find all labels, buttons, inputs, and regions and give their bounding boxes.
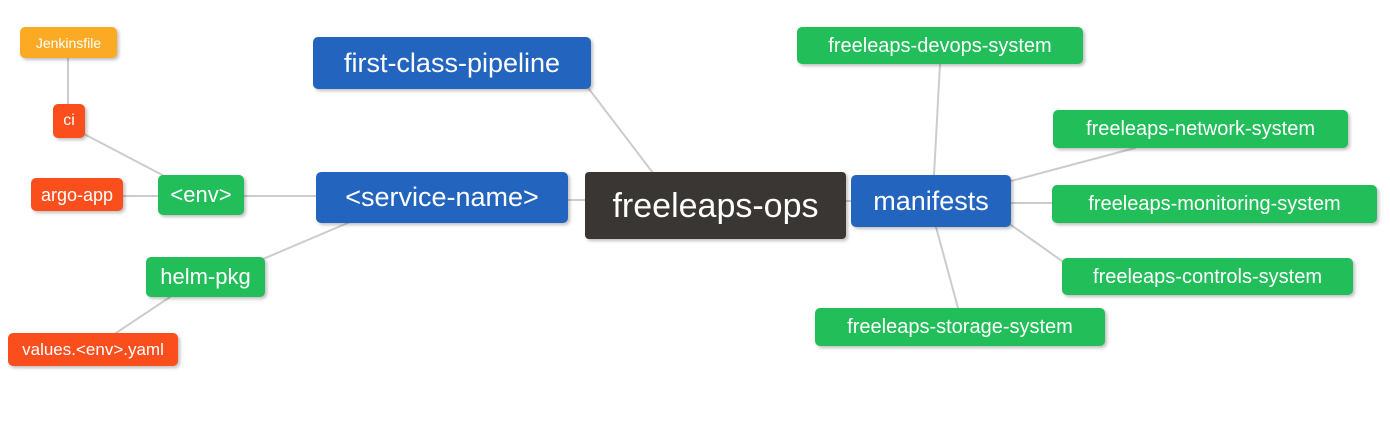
- node-ci[interactable]: ci: [53, 104, 85, 138]
- edge-manifests-devops: [933, 63, 941, 176]
- node-manifests[interactable]: manifests: [851, 175, 1011, 227]
- node-env-label: <env>: [170, 182, 232, 207]
- edge-manifests-network: [1010, 147, 1136, 182]
- node-values-env-yaml[interactable]: values.<env>.yaml: [8, 333, 178, 366]
- node-freeleaps-network-system-label: freeleaps-network-system: [1086, 118, 1315, 140]
- node-service-name[interactable]: <service-name>: [316, 172, 568, 223]
- node-first-class-pipeline[interactable]: first-class-pipeline: [313, 37, 591, 89]
- edge-pipeline-root: [588, 88, 654, 174]
- node-freeleaps-storage-system[interactable]: freeleaps-storage-system: [815, 308, 1105, 346]
- node-freeleaps-ops-label: freeleaps-ops: [612, 186, 819, 225]
- node-helm-pkg[interactable]: helm-pkg: [146, 257, 265, 297]
- node-freeleaps-ops[interactable]: freeleaps-ops: [585, 172, 846, 239]
- node-argo-app[interactable]: argo-app: [31, 178, 123, 211]
- node-helm-pkg-label: helm-pkg: [160, 264, 251, 289]
- node-freeleaps-devops-system-label: freeleaps-devops-system: [828, 34, 1052, 57]
- edge-helm-pkg-service-name: [262, 221, 351, 260]
- node-freeleaps-controls-system[interactable]: freeleaps-controls-system: [1062, 258, 1353, 295]
- edge-manifests-storage: [935, 226, 959, 309]
- node-jenkinsfile[interactable]: Jenkinsfile: [20, 27, 117, 58]
- node-jenkinsfile-label: Jenkinsfile: [35, 34, 102, 51]
- node-freeleaps-controls-system-label: freeleaps-controls-system: [1093, 265, 1322, 288]
- node-freeleaps-monitoring-system[interactable]: freeleaps-monitoring-system: [1052, 185, 1377, 223]
- node-freeleaps-storage-system-label: freeleaps-storage-system: [847, 316, 1073, 338]
- node-service-name-label: <service-name>: [345, 182, 539, 212]
- node-first-class-pipeline-label: first-class-pipeline: [343, 47, 561, 78]
- edge-values-helm-pkg: [115, 296, 171, 334]
- node-argo-app-label: argo-app: [40, 184, 114, 205]
- node-ci-label: ci: [63, 112, 75, 129]
- node-freeleaps-network-system[interactable]: freeleaps-network-system: [1053, 110, 1348, 148]
- node-freeleaps-devops-system[interactable]: freeleaps-devops-system: [797, 27, 1083, 64]
- node-freeleaps-monitoring-system-label: freeleaps-monitoring-system: [1088, 193, 1341, 215]
- node-env[interactable]: <env>: [158, 175, 244, 215]
- node-values-env-yaml-label: values.<env>.yaml: [22, 340, 164, 359]
- node-manifests-label: manifests: [873, 185, 989, 216]
- edge-manifests-controls: [1010, 224, 1063, 262]
- edge-ci-env: [83, 133, 169, 179]
